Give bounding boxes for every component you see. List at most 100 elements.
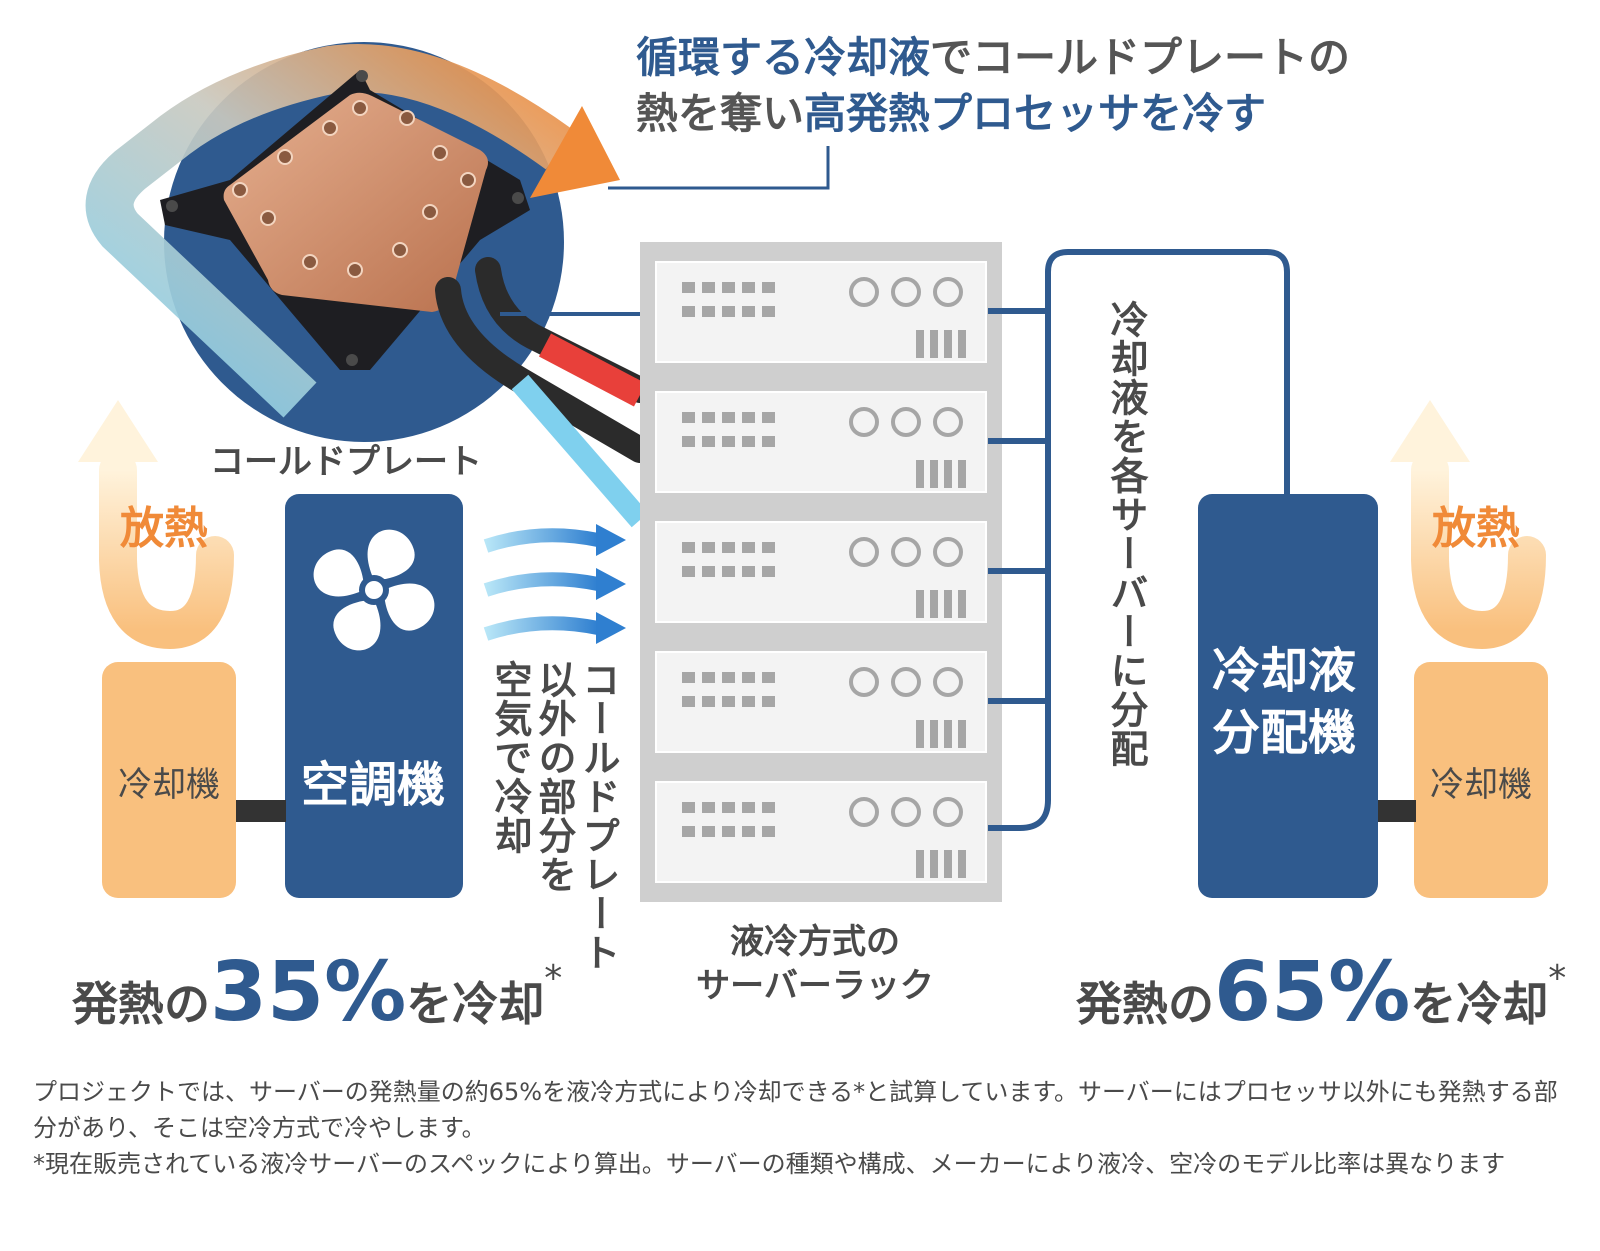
caption: プロジェクトでは、サーバーの発熱量の約65%を液冷方式により冷却できる*と試算し…	[33, 1074, 1573, 1182]
vent-slot	[742, 306, 755, 317]
air-cooling-percentage: 発熱の35%を冷却*	[72, 945, 562, 1040]
drive-bay	[958, 720, 966, 748]
vent-slot	[682, 306, 695, 317]
air-cooling-note: コールドプレート 以外の部分を 空気で冷却	[488, 660, 620, 972]
headline-text-1: でコールドプレートの	[930, 33, 1351, 82]
indicator-ring	[933, 797, 963, 827]
server-unit	[655, 781, 987, 883]
server-unit	[655, 651, 987, 753]
drive-bay	[944, 460, 952, 488]
vent-slot	[742, 542, 755, 553]
vent-slot	[742, 282, 755, 293]
drive-bay	[930, 850, 938, 878]
indicator-ring	[891, 277, 921, 307]
drive-bay	[944, 330, 952, 358]
vent-slot	[722, 802, 735, 813]
cdu-label: 冷却液 分配機	[1196, 640, 1372, 764]
vent-slot	[762, 412, 775, 423]
drive-bay	[944, 720, 952, 748]
drive-bay	[916, 590, 924, 618]
chiller-left-connector	[236, 800, 286, 822]
vent-slot	[702, 412, 715, 423]
vent-slot	[722, 826, 735, 837]
server-rack	[640, 242, 1002, 902]
indicator-ring	[891, 407, 921, 437]
stat-left-value: 35%	[210, 945, 407, 1040]
vent-slot	[762, 282, 775, 293]
vent-slot	[682, 826, 695, 837]
stat-right-mark: *	[1548, 958, 1567, 999]
cdu-label-line2: 分配機	[1211, 705, 1356, 761]
server-rack-label-line2: サーバーラック	[696, 966, 934, 1006]
coolant-distribution-piping	[988, 249, 1290, 831]
vent-slot	[702, 436, 715, 447]
indicator-ring	[849, 277, 879, 307]
airflow-arrows	[483, 528, 600, 641]
drive-bay	[930, 460, 938, 488]
chiller-left-box	[102, 662, 236, 898]
vent-slot	[722, 696, 735, 707]
stat-right-value: 65%	[1214, 945, 1411, 1040]
chiller-right-label: 冷却機	[1430, 765, 1532, 805]
fan-icon	[313, 529, 435, 651]
drive-bay	[916, 850, 924, 878]
drive-bay	[958, 460, 966, 488]
vent-slot	[682, 566, 695, 577]
caption-line2: *現在販売されている液冷サーバーのスペックにより算出。サーバーの種類や構成、メー…	[33, 1150, 1506, 1178]
headline-text-2: 熱を奪い	[636, 89, 805, 138]
vent-slot	[702, 306, 715, 317]
stat-left-prefix: 発熱の	[72, 977, 210, 1031]
vent-slot	[682, 282, 695, 293]
air-conditioner-label: 空調機	[300, 757, 445, 813]
indicator-ring	[891, 797, 921, 827]
server-unit	[655, 521, 987, 623]
headline-highlight-1: 循環する冷却液	[636, 33, 931, 82]
drive-bay	[958, 850, 966, 878]
vent-slot	[762, 826, 775, 837]
cold-plate-label: コールドプレート	[210, 442, 482, 482]
vent-slot	[682, 802, 695, 813]
stat-left-mark: *	[544, 958, 563, 999]
vent-slot	[702, 282, 715, 293]
chiller-left-label: 冷却機	[118, 765, 220, 805]
vent-slot	[762, 696, 775, 707]
drive-bay	[930, 720, 938, 748]
indicator-ring	[849, 407, 879, 437]
indicator-ring	[849, 537, 879, 567]
indicator-ring	[933, 537, 963, 567]
drive-bay	[958, 590, 966, 618]
caption-line1: プロジェクトでは、サーバーの発熱量の約65%を液冷方式により冷却できる*と試算し…	[33, 1078, 1558, 1142]
stat-right-prefix: 発熱の	[1076, 977, 1214, 1031]
coolant-distribution-unit	[1198, 494, 1378, 898]
vent-slot	[702, 802, 715, 813]
vent-slot	[762, 436, 775, 447]
vent-slot	[682, 542, 695, 553]
indicator-ring	[933, 277, 963, 307]
indicator-ring	[849, 797, 879, 827]
heat-release-label-left: 放熱	[120, 503, 208, 554]
vent-slot	[702, 696, 715, 707]
vent-slot	[702, 672, 715, 683]
vent-slot	[742, 802, 755, 813]
drive-bay	[916, 330, 924, 358]
distribution-note: 冷却液を各サーバーに分配	[1104, 300, 1148, 768]
indicator-ring	[849, 667, 879, 697]
vent-slot	[762, 566, 775, 577]
indicator-ring	[891, 667, 921, 697]
drive-bay	[930, 590, 938, 618]
drive-bay	[958, 330, 966, 358]
heat-release-arrow-left	[78, 400, 234, 650]
stat-right-suffix: を冷却	[1410, 977, 1549, 1031]
vent-slot	[742, 826, 755, 837]
chiller-right-box	[1414, 662, 1548, 898]
vent-slot	[722, 566, 735, 577]
vent-slot	[682, 696, 695, 707]
chiller-right-connector	[1378, 800, 1416, 822]
server-rack-label-line1: 液冷方式の	[730, 922, 900, 962]
vent-slot	[742, 672, 755, 683]
vent-slot	[742, 412, 755, 423]
drive-bay	[930, 330, 938, 358]
drive-bay	[944, 590, 952, 618]
headline-highlight-2: 高発熱プロセッサを冷す	[804, 89, 1267, 138]
